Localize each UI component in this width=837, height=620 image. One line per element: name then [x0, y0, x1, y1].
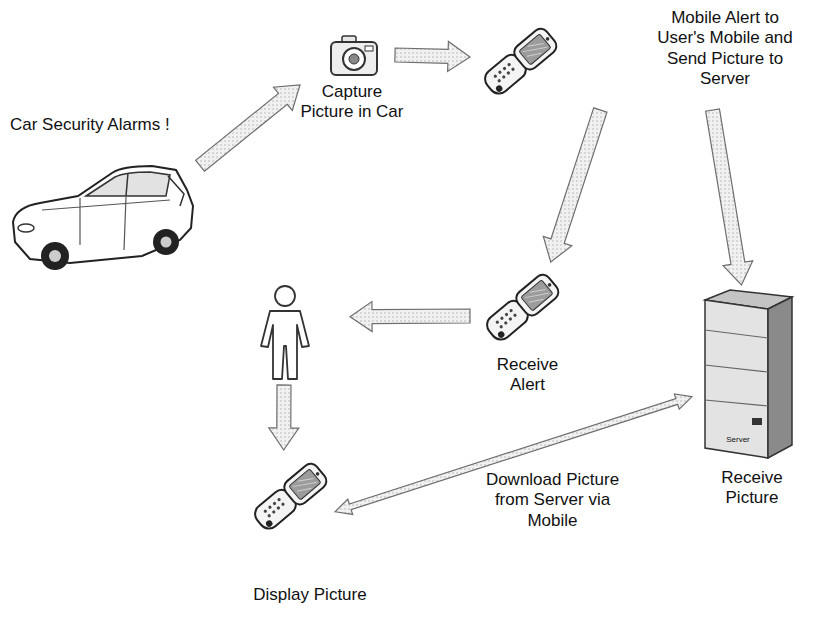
camera-body — [331, 42, 377, 75]
block-arrow — [269, 385, 299, 450]
connector-label: Download Picture from Server via Mobile — [480, 470, 625, 531]
server-bay — [705, 330, 768, 406]
user-node — [240, 280, 350, 385]
car-illustration — [13, 166, 193, 270]
node-label: Capture Picture in Car — [297, 82, 407, 123]
person-icon — [261, 286, 309, 379]
camera-lens-inner — [349, 54, 359, 64]
server-front — [705, 300, 768, 458]
phone-icon — [482, 272, 561, 345]
node-label: Receive Picture — [707, 468, 797, 509]
camera-lens — [343, 48, 365, 70]
phone-node: Receive Alert — [470, 262, 565, 352]
phone-node: Display Picture — [240, 450, 335, 545]
car-body — [13, 166, 193, 263]
server-node: ServerReceive Picture — [692, 285, 802, 465]
camera-node: Capture Picture in Car — [300, 25, 395, 85]
node-label: Receive Alert — [485, 355, 570, 396]
car-hubcap — [161, 237, 172, 248]
car-hubcap — [49, 250, 61, 262]
node-label: Display Picture — [240, 585, 380, 605]
car-wheel — [41, 242, 69, 270]
server-icon — [705, 290, 792, 458]
block-arrow — [196, 85, 300, 171]
camera-flash — [365, 46, 373, 51]
server-light — [752, 418, 762, 425]
block-arrow — [706, 109, 753, 285]
phone-icon — [250, 461, 329, 534]
person-head — [275, 286, 295, 306]
camera-icon — [331, 36, 377, 75]
person-body — [261, 311, 309, 379]
node-label: Mobile Alert to User's Mobile and Send P… — [650, 8, 800, 90]
car-wheel — [153, 229, 179, 255]
phone-icon — [480, 26, 559, 99]
mobile-alert-node: Mobile Alert to User's Mobile and Send P… — [470, 10, 832, 110]
car-node: Car Security Alarms ! — [5, 160, 200, 275]
block-arrow — [395, 41, 470, 71]
heading-label: Car Security Alarms ! — [10, 115, 230, 135]
server-tag: Server — [708, 435, 768, 445]
car-headlight — [18, 224, 34, 232]
block-arrow — [350, 302, 470, 332]
block-arrow — [543, 108, 607, 262]
server-side — [768, 297, 792, 458]
car-door-line — [42, 197, 170, 250]
